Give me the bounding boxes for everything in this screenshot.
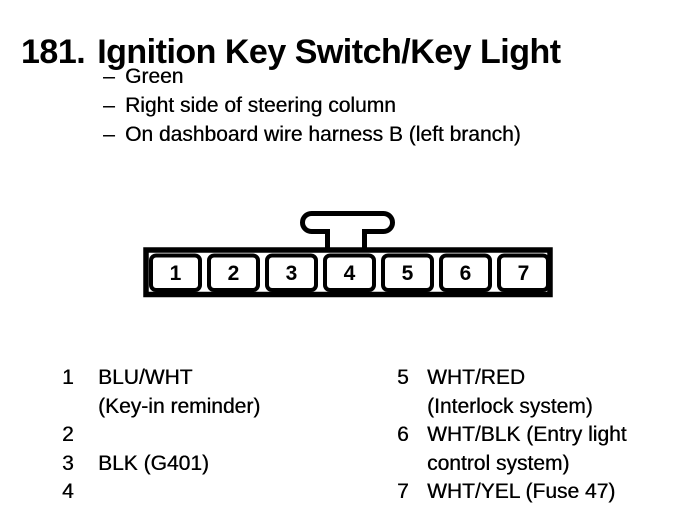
detail-text: On dashboard wire harness B (left branch…: [125, 123, 521, 146]
detail-item: – On dashboard wire harness B (left bran…: [103, 120, 521, 149]
connector-pin-cell: [497, 253, 550, 292]
pin-label: WHT/BLK (Entry light: [427, 423, 627, 446]
pin-number: 3: [62, 451, 74, 475]
pin-list-right: 5 WHT/RED (Interlock system) 6 WHT/BLK (…: [397, 364, 627, 507]
pin-entry: 2: [62, 421, 260, 450]
pin-number: [397, 393, 427, 422]
connector-pin-cell: [323, 253, 376, 292]
connector-pin-number: 6: [460, 262, 472, 285]
pin-number: 5: [397, 366, 409, 389]
pin-entry: (Interlock system): [397, 393, 627, 422]
location-details: – Green – Right side of steering column …: [103, 62, 521, 149]
connector-pin-cell: [207, 253, 260, 292]
dash-marker: –: [103, 94, 115, 117]
pin-number: 6: [397, 423, 409, 446]
pin-entry: 6 WHT/BLK (Entry light: [397, 421, 627, 450]
pin-label: BLU/WHT: [98, 366, 193, 389]
connector-pin-number: 3: [286, 262, 298, 285]
pin-number: 1: [62, 366, 74, 389]
pin-number: 7: [397, 480, 409, 503]
pin-label: control system): [427, 451, 570, 475]
connector-pin-number: 5: [402, 262, 414, 285]
pin-number: [397, 450, 427, 479]
connector-pin-number: 2: [228, 262, 240, 285]
connector-tab-opening: [330, 224, 362, 234]
connector-pin-number: 7: [518, 262, 530, 285]
detail-text: Right side of steering column: [125, 94, 396, 117]
pin-number: [62, 393, 98, 422]
connector-pin-number: 4: [344, 262, 356, 285]
pin-label: WHT/RED: [427, 366, 525, 389]
detail-item: – Green: [103, 62, 521, 91]
section-title: Ignition Key Switch/Key Light: [97, 32, 561, 71]
dash-marker: –: [103, 65, 115, 88]
pin-entry: 5 WHT/RED: [397, 364, 627, 393]
pin-entry: 4: [62, 478, 260, 507]
detail-item: – Right side of steering column: [103, 91, 521, 120]
pin-label: (Key-in reminder): [98, 394, 261, 418]
pin-number: 2: [62, 423, 74, 446]
pin-entry: 7 WHT/YEL (Fuse 47): [397, 478, 627, 507]
connector-pin-cell: [439, 253, 492, 292]
pin-label: WHT/YEL (Fuse 47): [427, 480, 616, 503]
connector-pin-number: 1: [170, 262, 182, 285]
pin-list-left: 1 BLU/WHT (Key-in reminder) 2 3 BLK (G40…: [62, 364, 260, 507]
pin-entry: (Key-in reminder): [62, 393, 260, 422]
connector-pin-cell: [149, 253, 202, 292]
pin-label: BLK (G401): [98, 451, 209, 475]
connector-pin-cell: [265, 253, 318, 292]
connector-diagram: 1 2 3 4 5 6 7: [143, 211, 553, 298]
pin-entry: control system): [397, 450, 627, 479]
pin-label: (Interlock system): [427, 394, 593, 418]
pin-entry: 3 BLK (G401): [62, 450, 260, 479]
dash-marker: –: [103, 123, 115, 146]
pin-entry: 1 BLU/WHT: [62, 364, 260, 393]
section-number: 181.: [21, 32, 86, 71]
page-title: 181. Ignition Key Switch/Key Light: [21, 32, 561, 72]
detail-text: Green: [125, 65, 184, 88]
pin-number: 4: [62, 480, 74, 503]
connector-pin-cell: [381, 253, 434, 292]
